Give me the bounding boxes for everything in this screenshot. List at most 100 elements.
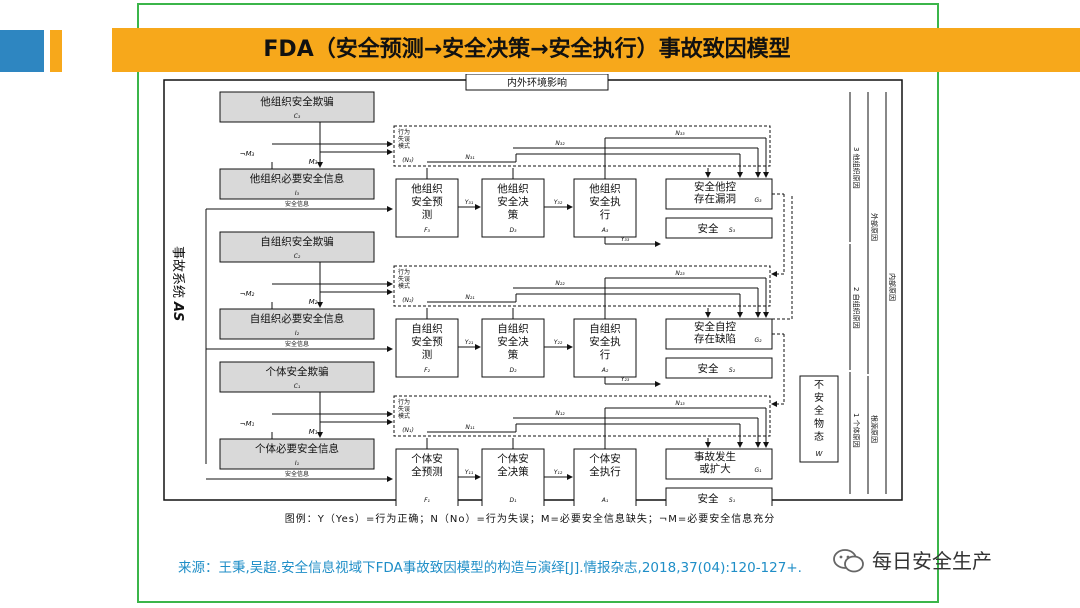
error-mode-label: 模式 [398, 282, 410, 290]
side-label: 根源原因 [870, 415, 879, 443]
error-mode-label: 失误 [398, 275, 410, 283]
decide-label: 自组织 [497, 322, 529, 335]
levels-group: 他组织安全欺骗C₃他组织必要安全信息I₃¬M₃M₃安全信息行为失误模式(N₃)他… [206, 91, 793, 506]
safe-box [665, 357, 773, 379]
predict-label: 测 [422, 348, 433, 361]
y2-label: Y₃₂ [554, 199, 563, 206]
decide-sub: D₃ [509, 227, 517, 234]
decide-label: 个体安 [497, 452, 529, 465]
side-label: 3 他组织原因 [852, 147, 861, 189]
predict-box [395, 178, 459, 238]
predict-label: 测 [422, 208, 433, 221]
y1-label: Y₁₁ [465, 469, 474, 476]
system-label: 事故系统 [170, 246, 185, 298]
diagram-outer-border [163, 79, 903, 501]
env-label: 内外环境影响 [507, 76, 567, 89]
system-label-as: AS [170, 301, 185, 321]
necessary-info-sub: I₃ [295, 190, 300, 197]
outcome-label: 安全自控 [694, 320, 736, 333]
outcome-sub: G₁ [754, 467, 762, 474]
outcome-box [665, 448, 773, 480]
execute-label: 自组织 [589, 322, 621, 335]
outcome-sub: G₃ [754, 197, 762, 204]
deceit-label: 个体安全欺骗 [266, 365, 329, 378]
necessary-info-box [219, 308, 375, 340]
fda-model-diagram: 内外环境影响 事故系统 AS 他组织安全欺骗C₃他组织必要安全信息I₃¬M₃M₃… [163, 74, 903, 506]
error-mode-label: 模式 [398, 412, 410, 420]
not-missing-label: ¬M₁ [240, 420, 255, 428]
n3-label: N₂₃ [675, 270, 685, 277]
page-title: FDA（安全预测→安全决策→安全执行）事故致因模型 [263, 37, 791, 62]
outcome-sub: G₂ [754, 337, 762, 344]
error-mode-label: 行为 [398, 398, 410, 406]
error-mode-box [393, 125, 771, 167]
safe-label: 安全 [698, 492, 719, 505]
safe-label: 安全 [698, 362, 719, 375]
necessary-info-sub: I₂ [295, 330, 300, 337]
outcome-label: 存在漏洞 [694, 192, 736, 205]
execute-label: 安全执 [589, 335, 621, 348]
y3-label: Y₃₃ [621, 236, 630, 243]
n3-label: N₁₃ [675, 400, 685, 407]
predict-label: 个体安 [411, 452, 443, 465]
deceit-sub: C₃ [294, 113, 301, 120]
side-label: 内部原因 [888, 273, 897, 301]
n3-label: N₃₃ [675, 130, 685, 137]
predict-label: 安全预 [411, 335, 443, 348]
slide-frame [137, 3, 939, 603]
deceit-box [219, 91, 375, 123]
missing-label: M₂ [309, 298, 318, 306]
side-label: 2 自组织原因 [852, 287, 861, 329]
error-mode-box [393, 265, 771, 307]
execute-label: 行 [600, 348, 611, 361]
predict-sub: F₃ [424, 227, 430, 234]
unsafe-state-box [799, 375, 839, 463]
y1-label: Y₃₁ [465, 199, 474, 206]
predict-label: 安全预 [411, 195, 443, 208]
safety-info-label: 安全信息 [285, 340, 309, 348]
error-mode-sub: (N₂) [402, 297, 414, 304]
safe-sub: S₁ [729, 497, 736, 504]
wechat-icon [833, 549, 864, 573]
title-bar [112, 28, 1080, 72]
decide-sub: D₁ [509, 497, 517, 504]
safe-box [665, 217, 773, 239]
error-mode-label: 行为 [398, 128, 410, 136]
not-missing-label: ¬M₃ [240, 150, 255, 158]
necessary-info-sub: I₁ [295, 460, 300, 467]
n1-label: N₂₁ [465, 294, 475, 301]
source-citation: 来源：王秉,吴超.安全信息视域下FDA事故致因模型的构造与演绎[J].情报杂志,… [178, 560, 802, 576]
env-label-box [465, 74, 609, 91]
execute-label: 行 [600, 208, 611, 221]
deceit-box [219, 231, 375, 263]
necessary-info-box [219, 168, 375, 200]
error-mode-label: 行为 [398, 268, 410, 276]
outcome-label: 事故发生 [694, 450, 736, 463]
execute-label: 全执行 [589, 465, 621, 478]
missing-label: M₃ [309, 158, 318, 166]
accent-bar-blue [0, 30, 44, 72]
execute-label: 个体安 [589, 452, 621, 465]
necessary-info-label: 个体必要安全信息 [255, 442, 339, 455]
side-label: 1 个体原因 [852, 413, 861, 448]
execute-box [573, 448, 637, 506]
n1-label: N₃₁ [465, 154, 475, 161]
execute-sub: A₁ [601, 497, 609, 504]
decide-label: 安全决 [497, 335, 529, 348]
necessary-info-label: 自组织必要安全信息 [250, 312, 345, 325]
unsafe-state-sub: W [816, 450, 824, 458]
execute-label: 他组织 [589, 182, 621, 195]
error-mode-label: 模式 [398, 142, 410, 150]
unsafe-state-label: 不安全物态 [814, 380, 824, 443]
outcome-box [665, 178, 773, 210]
error-mode-sub: (N₁) [402, 427, 414, 434]
necessary-info-label: 他组织必要安全信息 [250, 172, 345, 185]
necessary-info-box [219, 438, 375, 470]
watermark: 每日安全生产 [832, 545, 1052, 577]
error-mode-label: 失误 [398, 405, 410, 413]
n2-label: N₃₂ [555, 140, 565, 147]
predict-sub: F₂ [424, 367, 430, 374]
error-mode-box [393, 395, 771, 437]
outcome-label: 安全他控 [694, 180, 736, 193]
